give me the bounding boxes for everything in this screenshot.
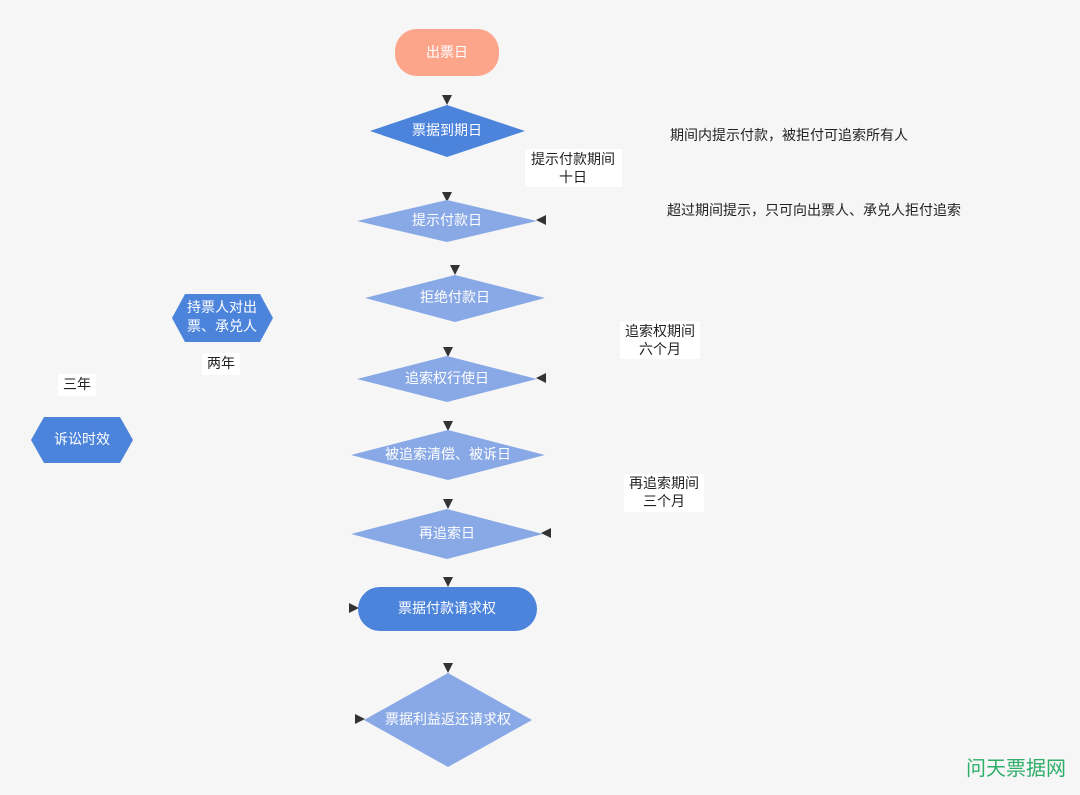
bracket-notes: [636, 136, 652, 210]
recourse-period-line2: 六个月: [639, 342, 681, 358]
edge-present-to-refuse: [450, 265, 460, 275]
label-background: [624, 474, 704, 512]
node-payment-claim: 票据付款请求权: [358, 587, 537, 631]
node-shape: [31, 417, 133, 463]
node-benefit-return-claim: 票据利益返还请求权: [364, 673, 532, 767]
label-background: [202, 353, 240, 375]
note-beyond-period: 超过期间提示，只可向出票人、承兑人拒付追索: [667, 202, 961, 219]
three-years-label: 三年: [63, 377, 91, 393]
recourse-period-line1: 追索权期间: [625, 323, 695, 340]
edge-label-recourse-period: 追索权期间 六个月: [620, 321, 700, 359]
note-within-period: 期间内提示付款，被拒付可追索所有人: [670, 127, 908, 144]
node-label: 再追索日: [419, 525, 475, 542]
node-shape: [370, 105, 525, 157]
node-limitation: 诉讼时效: [31, 417, 133, 463]
node-shape: [395, 29, 499, 76]
node-label: 出票日: [426, 45, 468, 61]
present-period-line1: 提示付款期间: [531, 152, 615, 168]
node-refuse-date: 拒绝付款日: [365, 275, 545, 322]
node-label: 票据到期日: [412, 123, 482, 139]
watermark: 问天票据网: [966, 756, 1066, 780]
node-present-date: 提示付款日: [357, 200, 537, 242]
node-issue-date: 出票日: [395, 29, 499, 76]
node-recourse-exercise-date: 追索权行使日: [357, 356, 537, 402]
label-background: [620, 321, 700, 359]
node-shape: [351, 430, 545, 480]
node-label: 追索权行使日: [405, 370, 489, 387]
node-label-line2: 票、承兑人: [187, 319, 257, 335]
node-label: 被追索清偿、被诉日: [385, 446, 511, 463]
node-shape: [357, 356, 537, 402]
node-shape: [351, 509, 543, 559]
label-background: [525, 149, 622, 187]
node-sued-date: 被追索清偿、被诉日: [351, 430, 545, 480]
node-shape: [172, 294, 273, 342]
edge-label-present-period: 提示付款期间 十日: [525, 149, 622, 187]
re-recourse-period-line1: 再追索期间: [629, 475, 699, 492]
node-re-recourse-date: 再追索日: [351, 509, 543, 559]
node-label-line1: 持票人对出: [187, 300, 257, 316]
label-background: [58, 374, 96, 396]
edge-refuse-to-exercise: [443, 347, 453, 357]
two-years-label: 两年: [207, 356, 235, 372]
edge-two-years-loop: [349, 603, 359, 613]
present-period-line2: 十日: [559, 170, 587, 186]
node-shape: [357, 200, 537, 242]
node-label: 诉讼时效: [54, 432, 110, 448]
node-shape: [358, 587, 537, 631]
node-holder-to-drawer: 持票人对出 票、承兑人: [172, 294, 273, 342]
node-label: 提示付款日: [412, 213, 482, 229]
re-recourse-period-line2: 三个月: [643, 494, 685, 510]
node-label: 拒绝付款日: [420, 290, 490, 306]
node-shape: [364, 673, 532, 767]
node-shape: [365, 275, 545, 322]
edge-label-two-years: 两年: [202, 353, 240, 375]
edge-label-three-years: 三年: [58, 374, 96, 396]
node-label: 票据利益返还请求权: [385, 712, 511, 728]
edge-label-re-recourse-period: 再追索期间 三个月: [624, 474, 704, 512]
node-due-date: 票据到期日: [370, 105, 525, 157]
node-label: 票据付款请求权: [398, 601, 496, 617]
